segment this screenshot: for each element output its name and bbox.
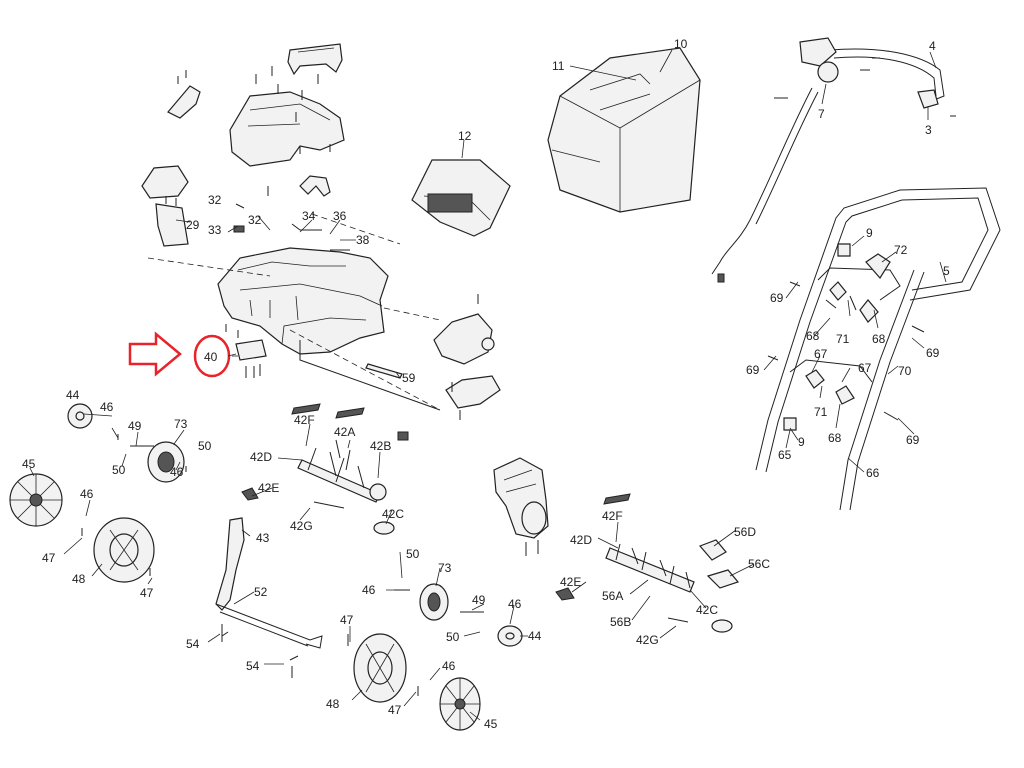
part-label: 56B [610, 615, 631, 629]
part-label: 46 [80, 487, 94, 501]
part-label: 70 [898, 364, 912, 378]
part-label: 42C [382, 507, 404, 521]
part-label: 9 [798, 435, 805, 449]
side-covers-right [365, 294, 501, 420]
part-label: 48 [72, 572, 86, 586]
part-label: 46 [508, 597, 522, 611]
bag-frame [411, 159, 511, 237]
part-label: 50 [406, 547, 420, 561]
part-label: 34 [302, 209, 316, 223]
part-label: 47 [340, 613, 354, 627]
part-label: 56C [748, 557, 770, 571]
part-label: 4 [929, 39, 936, 53]
part-label: 69 [746, 363, 760, 377]
part-label: 46 [362, 583, 376, 597]
part-label: 72 [894, 243, 908, 257]
main-handle [755, 187, 1001, 511]
part-label: 42G [290, 519, 313, 533]
part-label: 47 [388, 703, 402, 717]
part-label: 45 [22, 457, 36, 471]
part-label: 50 [446, 630, 460, 644]
part-label: 54 [186, 637, 200, 651]
part-label: 69 [906, 433, 920, 447]
part-label: 68 [806, 329, 820, 343]
part-label: 36 [333, 209, 347, 223]
part-label: 68 [872, 332, 886, 346]
part-label: 66 [866, 466, 880, 480]
part-label: 42F [294, 413, 315, 427]
part-label: 42D [250, 450, 272, 464]
part-label: 49 [472, 593, 486, 607]
part-label: 68 [828, 431, 842, 445]
part-label: 7 [818, 107, 825, 121]
part-label: 56A [602, 589, 623, 603]
part-label: 42D [570, 533, 592, 547]
part-label: 32 [248, 213, 262, 227]
upper-handle-cable [711, 37, 956, 283]
tine-shaft-right [555, 493, 740, 633]
part-label: 69 [926, 346, 940, 360]
grass-bag [547, 47, 701, 213]
part-label: 71 [814, 405, 828, 419]
part-label: 44 [528, 629, 542, 643]
part-label: 43 [256, 531, 270, 545]
center-wheels [347, 583, 523, 731]
part-label: 5 [943, 264, 950, 278]
part-label: 46 [170, 465, 184, 479]
part-label: 40 [204, 350, 218, 364]
part-labels: 10 11 4 7 3 12 29 32 33 32 34 36 38 9 72… [22, 37, 950, 731]
part-label: 50 [198, 439, 212, 453]
part-label: 73 [174, 417, 188, 431]
red-arrow-icon [128, 331, 182, 377]
part-label: 42B [370, 439, 391, 453]
motor [493, 457, 549, 556]
part-label: 38 [356, 233, 370, 247]
part-label: 10 [674, 37, 688, 51]
part-label: 32 [208, 193, 222, 207]
part-label: 33 [208, 223, 222, 237]
leader-lines [29, 49, 947, 721]
main-deck [147, 175, 441, 411]
part-label: 12 [458, 129, 472, 143]
part-label: 9 [866, 226, 873, 240]
part-label: 47 [42, 551, 56, 565]
part-label: 29 [186, 218, 200, 232]
part-label: 54 [246, 659, 260, 673]
part-label: 44 [66, 388, 80, 402]
part-label: 42A [334, 425, 355, 439]
part-label: 56D [734, 525, 756, 539]
part-label: 52 [254, 585, 268, 599]
part-label: 11 [552, 59, 565, 73]
part-label: 42F [602, 509, 623, 523]
part-label: 46 [442, 659, 456, 673]
part-label: 42C [696, 603, 718, 617]
part-label: 46 [100, 400, 114, 414]
part-label: 71 [836, 332, 850, 346]
part-label: 73 [438, 561, 452, 575]
part-label: 42E [560, 575, 581, 589]
part-label: 50 [112, 463, 126, 477]
part-label: 3 [925, 123, 932, 137]
part-label: 47 [140, 586, 154, 600]
part-label: 67 [858, 361, 872, 375]
part-label: 45 [484, 717, 498, 731]
upper-housing-group [141, 43, 345, 247]
part-label: 59 [402, 371, 416, 385]
tine-shaft-left [241, 403, 409, 535]
part-40-bracket [232, 339, 267, 361]
part-label: 42E [258, 481, 279, 495]
part-label: 42G [636, 633, 659, 647]
part-label: 65 [778, 448, 792, 462]
part-label: 67 [814, 347, 828, 361]
height-lever [215, 517, 323, 678]
part-label: 49 [128, 419, 142, 433]
part-label: 69 [770, 291, 784, 305]
part-label: 48 [326, 697, 340, 711]
left-wheels [9, 403, 187, 583]
